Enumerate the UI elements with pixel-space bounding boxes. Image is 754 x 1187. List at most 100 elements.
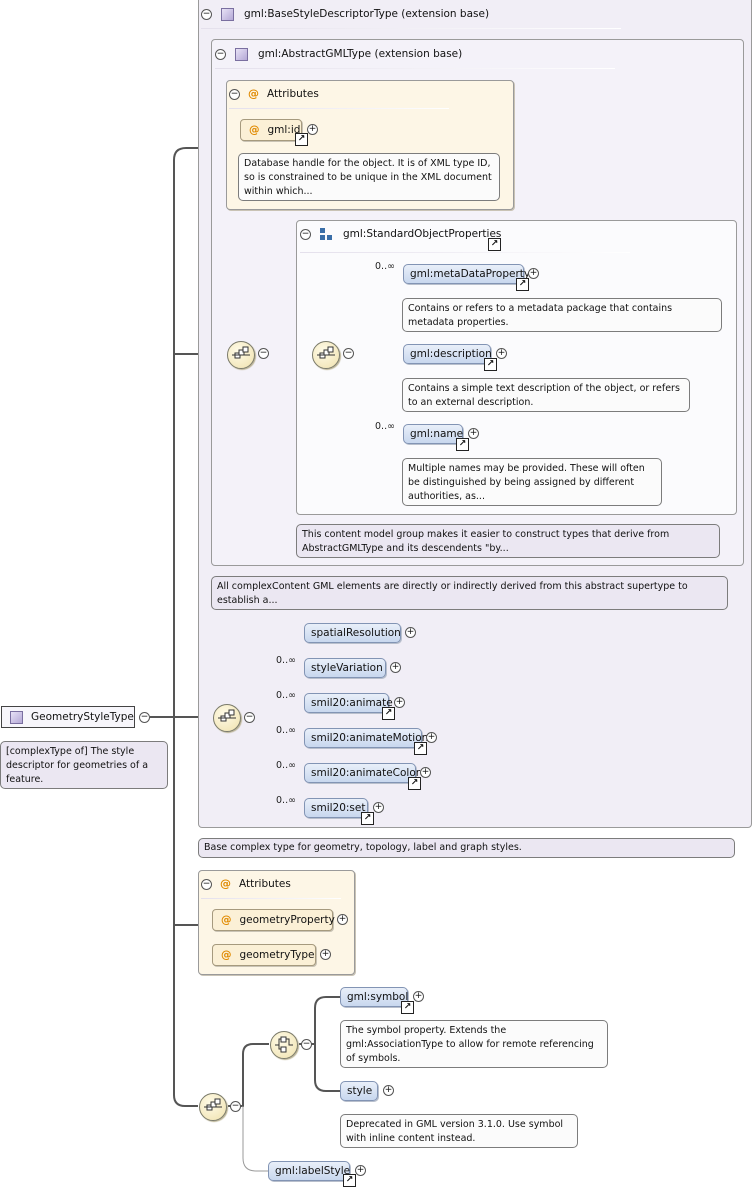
- link-arrow-icon[interactable]: ↗: [484, 358, 497, 371]
- name-doc: Multiple names may be provided. These wi…: [402, 458, 662, 506]
- cardinality-label: 0..∞: [276, 760, 296, 771]
- collapse-sequence-icon[interactable]: [230, 1101, 241, 1112]
- expand-element-icon[interactable]: [405, 627, 416, 638]
- collapse-abstract-gml-icon[interactable]: [215, 49, 226, 60]
- sequence-compositor-icon: [312, 341, 340, 369]
- sequence-compositor-icon: [199, 1093, 227, 1121]
- element-smil-animate-motion[interactable]: smil20:animateMotion: [304, 728, 428, 748]
- collapse-sequence-icon[interactable]: [258, 348, 269, 359]
- element-style-variation[interactable]: styleVariation: [304, 658, 386, 678]
- separator: [215, 68, 615, 69]
- element-label: gml:description: [410, 348, 492, 360]
- element-label: gml:name: [410, 428, 464, 440]
- root-complex-type[interactable]: GeometryStyleType: [1, 706, 135, 728]
- expand-element-icon[interactable]: [383, 1085, 394, 1096]
- cardinality-label: 0..∞: [276, 795, 296, 806]
- gml-id-attribute[interactable]: @ gml:id: [240, 119, 302, 141]
- collapse-std-props-icon[interactable]: [300, 229, 311, 240]
- separator: [201, 898, 341, 899]
- sequence-compositor-icon: [213, 704, 241, 732]
- cardinality-label: 0..∞: [276, 690, 296, 701]
- expand-element-icon[interactable]: [373, 802, 384, 813]
- complex-type-icon: [235, 48, 248, 61]
- expand-element-icon[interactable]: [528, 268, 539, 279]
- link-arrow-icon[interactable]: ↗: [401, 1001, 414, 1014]
- gml-id-label: gml:id: [267, 124, 301, 136]
- expand-element-icon[interactable]: [496, 348, 507, 359]
- attribute-geometry-type[interactable]: @geometryType: [212, 944, 316, 966]
- attribute-icon: @: [220, 877, 231, 890]
- base-style-annotation: Base complex type for geometry, topology…: [198, 838, 735, 858]
- attribute-icon: @: [249, 124, 260, 136]
- attribute-label: geometryProperty: [239, 914, 335, 926]
- description-doc: Contains a simple text description of th…: [402, 378, 690, 412]
- element-smil-set[interactable]: smil20:set: [304, 798, 368, 818]
- style-doc: Deprecated in GML version 3.1.0. Use sym…: [340, 1114, 578, 1148]
- link-arrow-icon[interactable]: ↗: [456, 438, 469, 451]
- collapse-sequence-icon[interactable]: [343, 348, 354, 359]
- element-spatial-resolution[interactable]: spatialResolution: [304, 623, 401, 643]
- separator: [300, 252, 630, 253]
- element-label: style: [347, 1085, 373, 1097]
- element-label: smil20:animateColor: [311, 767, 421, 779]
- cardinality-label: 0..∞: [276, 725, 296, 736]
- gml-symbol-doc: The symbol property. Extends the gml:Ass…: [340, 1020, 608, 1068]
- sequence-compositor-icon: [227, 341, 255, 369]
- attribute-icon: @: [248, 87, 259, 100]
- attribute-icon: @: [221, 949, 232, 961]
- expand-element-icon[interactable]: [413, 991, 424, 1002]
- collapse-attributes-icon[interactable]: [229, 89, 240, 100]
- root-label: GeometryStyleType: [31, 711, 134, 723]
- link-arrow-icon[interactable]: ↗: [488, 238, 501, 251]
- expand-element-icon[interactable]: [390, 662, 401, 673]
- expand-element-icon[interactable]: [426, 732, 437, 743]
- link-arrow-icon[interactable]: ↗: [343, 1174, 356, 1187]
- collapse-root-icon[interactable]: [139, 712, 150, 723]
- expand-gml-id-icon[interactable]: [307, 124, 318, 135]
- link-arrow-icon[interactable]: ↗: [414, 742, 427, 755]
- gml-id-doc: Database handle for the object. It is of…: [238, 153, 500, 201]
- link-arrow-icon[interactable]: ↗: [408, 777, 421, 790]
- collapse-base-style-icon[interactable]: [201, 9, 212, 20]
- expand-element-icon[interactable]: [420, 767, 431, 778]
- element-label: gml:labelStyle: [275, 1165, 351, 1177]
- choice-compositor-icon: [270, 1031, 298, 1059]
- link-arrow-icon[interactable]: ↗: [516, 278, 529, 291]
- std-props-annotation: This content model group makes it easier…: [296, 524, 720, 558]
- expand-element-icon[interactable]: [355, 1165, 366, 1176]
- element-description[interactable]: gml:description: [403, 344, 492, 364]
- element-label: styleVariation: [311, 662, 383, 674]
- base-style-title: gml:BaseStyleDescriptorType (extension b…: [244, 8, 490, 20]
- cardinality-label: 0..∞: [375, 421, 395, 432]
- expand-element-icon[interactable]: [394, 697, 405, 708]
- link-arrow-icon[interactable]: ↗: [382, 707, 395, 720]
- element-label: smil20:set: [311, 802, 366, 814]
- collapse-attributes-icon[interactable]: [201, 879, 212, 890]
- abstract-gml-title: gml:AbstractGMLType (extension base): [258, 48, 463, 60]
- expand-attribute-icon[interactable]: [320, 949, 331, 960]
- collapse-sequence-icon[interactable]: [244, 712, 255, 723]
- metadata-property-doc: Contains or refers to a metadata package…: [402, 298, 722, 332]
- expand-element-icon[interactable]: [468, 428, 479, 439]
- cardinality-label: 0..∞: [276, 655, 296, 666]
- element-smil-animate-color[interactable]: smil20:animateColor: [304, 763, 420, 783]
- cardinality-label: 0..∞: [375, 261, 395, 272]
- element-style[interactable]: style: [340, 1081, 378, 1101]
- collapse-choice-icon[interactable]: [301, 1039, 312, 1050]
- complex-type-icon: [10, 710, 23, 724]
- element-gml-label-style[interactable]: gml:labelStyle: [268, 1161, 350, 1181]
- root-annotation: [complexType of] The style descriptor fo…: [0, 741, 168, 789]
- expand-attribute-icon[interactable]: [337, 914, 348, 925]
- element-gml-symbol[interactable]: gml:symbol: [340, 987, 408, 1007]
- element-label: spatialResolution: [311, 627, 401, 639]
- link-arrow-icon[interactable]: ↗: [361, 812, 374, 825]
- attribute-geometry-property[interactable]: @geometryProperty: [212, 909, 335, 931]
- element-label: gml:metaDataProperty: [410, 268, 531, 280]
- element-label: smil20:animate: [311, 697, 393, 709]
- element-metadata-property[interactable]: gml:metaDataProperty: [403, 264, 530, 284]
- attributes-title: Attributes: [239, 878, 291, 890]
- link-arrow-icon[interactable]: ↗: [295, 133, 308, 146]
- element-label: gml:symbol: [347, 991, 409, 1003]
- element-smil-animate[interactable]: smil20:animate: [304, 693, 393, 713]
- element-name[interactable]: gml:name: [403, 424, 463, 444]
